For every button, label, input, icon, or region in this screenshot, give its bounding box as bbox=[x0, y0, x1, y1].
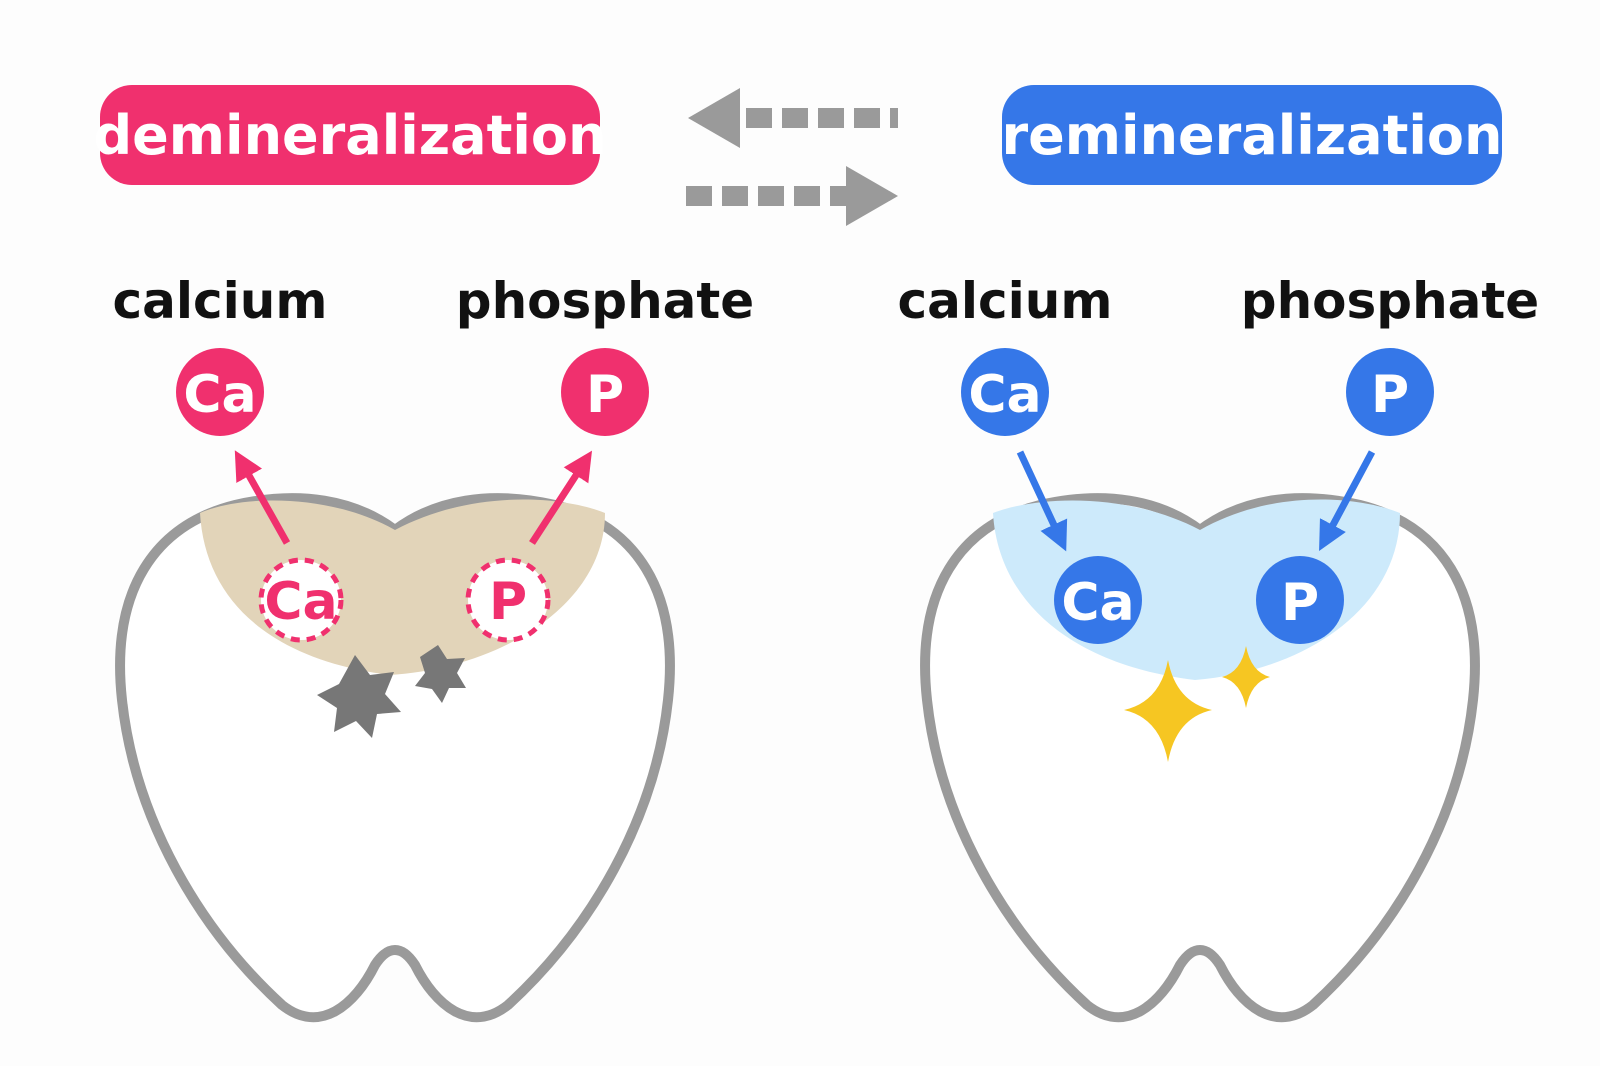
left-tooth: Ca P bbox=[115, 450, 675, 1023]
right-p-ion: P bbox=[1346, 348, 1434, 436]
left-calcium-label: calcium bbox=[113, 272, 328, 330]
right-p-embedded-ion: P bbox=[1256, 556, 1344, 644]
dashed-arrow-left-icon bbox=[688, 88, 898, 148]
remineralization-label: remineralization bbox=[1002, 104, 1503, 167]
calcium-out-arrow bbox=[234, 450, 291, 545]
dashed-arrow-right-icon bbox=[686, 166, 898, 226]
remineralization-pill: remineralization bbox=[1002, 85, 1503, 185]
phosphate-out-arrow bbox=[529, 450, 593, 545]
sparkle-icon bbox=[1222, 646, 1270, 708]
svg-text:P: P bbox=[1281, 573, 1319, 633]
right-ca-ion: Ca bbox=[961, 348, 1049, 436]
svg-text:Ca: Ca bbox=[183, 365, 256, 425]
decay-star-icon bbox=[317, 655, 401, 738]
svg-text:Ca: Ca bbox=[264, 572, 337, 632]
right-calcium-label: calcium bbox=[898, 272, 1113, 330]
left-p-ion: P bbox=[561, 348, 649, 436]
right-ca-embedded-ion: Ca bbox=[1054, 556, 1142, 644]
left-ca-leaving-ion: Ca bbox=[258, 557, 344, 643]
sparkle-icon bbox=[1124, 660, 1212, 762]
demineralization-pill: demineralization bbox=[94, 85, 607, 185]
left-p-leaving-ion: P bbox=[465, 557, 551, 643]
calcium-in-arrow bbox=[1016, 450, 1068, 552]
svg-text:P: P bbox=[489, 572, 527, 632]
left-phosphate-label: phosphate bbox=[456, 272, 754, 330]
decay-star-icon bbox=[415, 645, 466, 703]
right-phosphate-label: phosphate bbox=[1241, 272, 1539, 330]
demineralization-label: demineralization bbox=[94, 104, 607, 167]
left-ca-ion: Ca bbox=[176, 348, 264, 436]
svg-text:P: P bbox=[1371, 365, 1409, 425]
svg-text:Ca: Ca bbox=[1061, 573, 1134, 633]
svg-text:Ca: Ca bbox=[968, 365, 1041, 425]
phosphate-in-arrow bbox=[1319, 450, 1376, 551]
svg-text:P: P bbox=[586, 365, 624, 425]
right-tooth: Ca P bbox=[920, 450, 1480, 1023]
